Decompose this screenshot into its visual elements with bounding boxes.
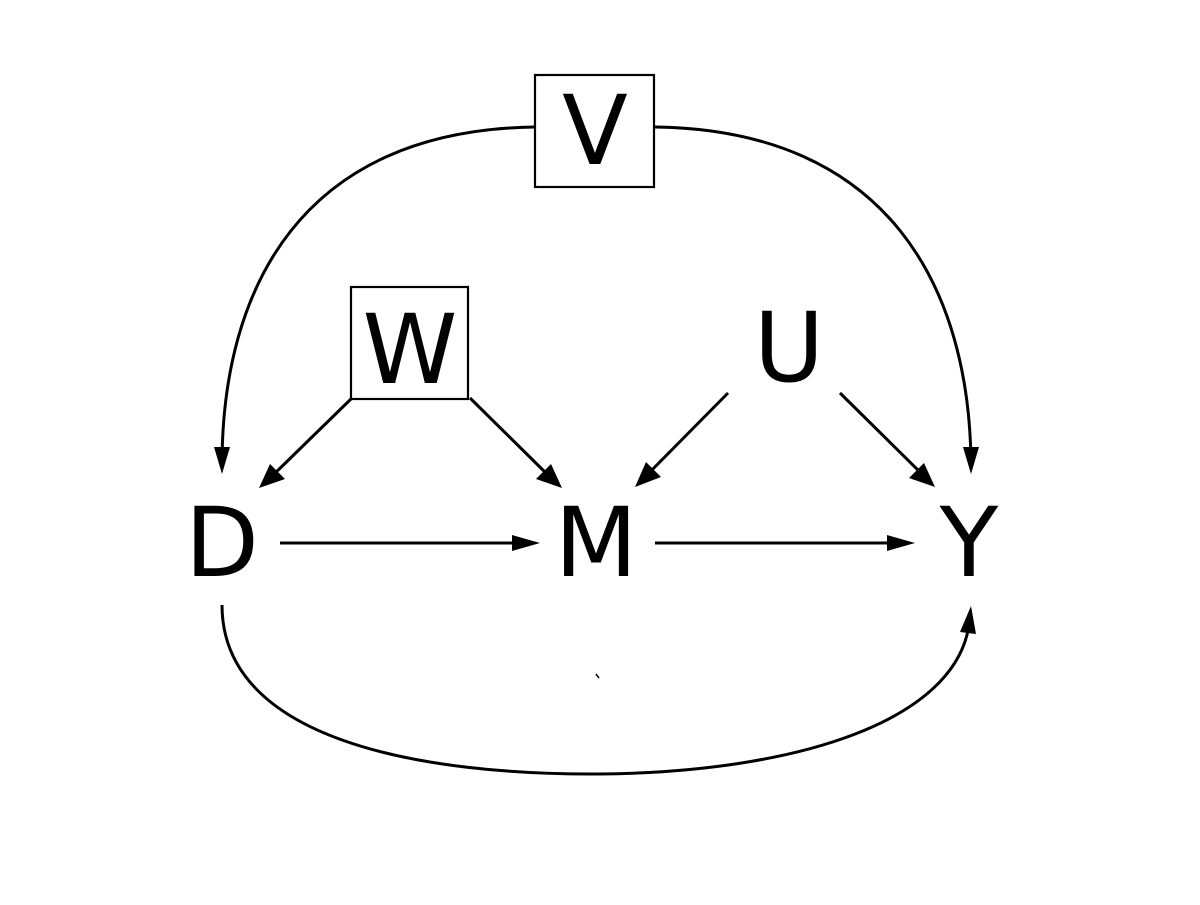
arrowhead-u-to-y <box>909 463 935 487</box>
node-w-label: W <box>363 294 458 406</box>
arrowhead-u-to-m <box>635 462 661 487</box>
edge-d-to-y <box>220 604 971 776</box>
node-u-label: U <box>754 292 824 404</box>
node-d-label: D <box>185 487 259 599</box>
node-y-label: Y <box>939 487 999 599</box>
edge-v-to-d <box>220 125 536 466</box>
node-v-label: V <box>562 75 628 187</box>
edge-v-to-y <box>654 125 973 466</box>
arrowhead-d-to-y <box>960 606 976 634</box>
edge-w-to-m <box>468 396 555 482</box>
edges <box>214 125 979 776</box>
arrowhead-m-to-y <box>887 535 915 551</box>
node-v-box <box>533 73 656 189</box>
edge-w-to-d <box>266 396 354 482</box>
edge-u-to-y <box>838 391 928 480</box>
node-w-box <box>349 285 470 401</box>
arrowhead-d-to-m <box>512 535 540 551</box>
stray-mark <box>595 673 600 679</box>
edge-u-to-m <box>642 391 730 480</box>
arrowhead-w-to-m <box>536 464 562 488</box>
arrowhead-w-to-d <box>259 464 285 488</box>
node-m-label: M <box>555 487 638 599</box>
arrowhead-v-to-y <box>963 447 979 474</box>
arrowhead-v-to-d <box>214 447 230 474</box>
